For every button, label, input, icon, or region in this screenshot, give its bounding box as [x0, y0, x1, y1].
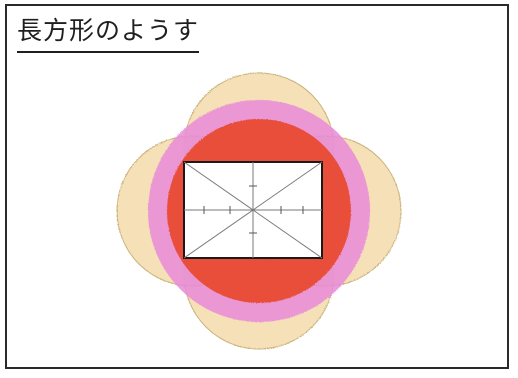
page-title: 長方形のようす	[17, 11, 200, 53]
tick-marks	[203, 185, 304, 234]
